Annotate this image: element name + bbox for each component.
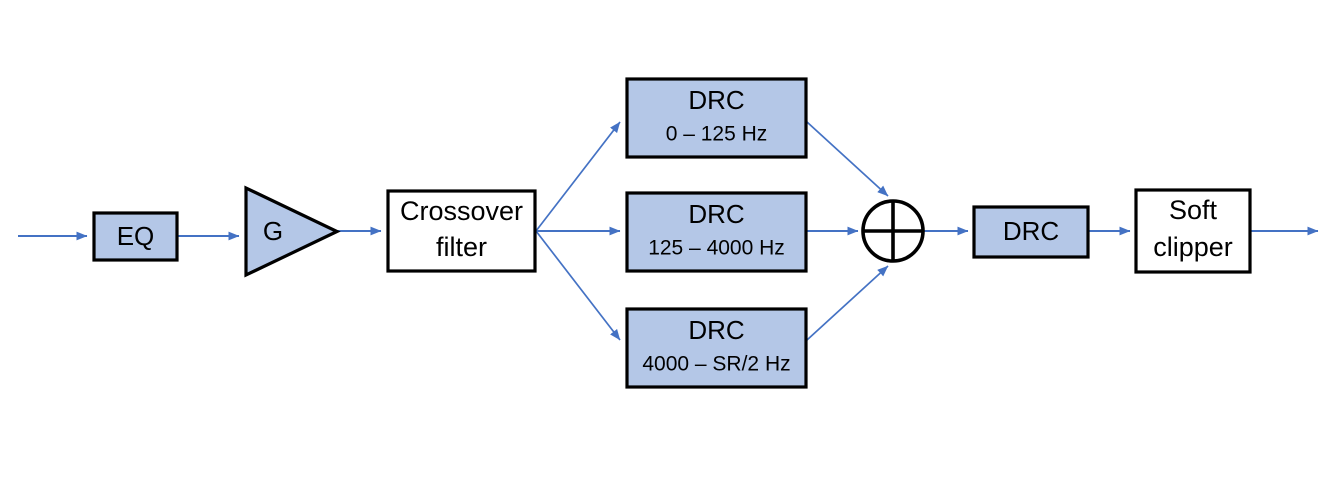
block-soft-clipper-label-line1: Soft: [1169, 195, 1218, 225]
block-drc-mid-label-line1: DRC: [688, 199, 744, 229]
block-drc-low-label-line1: DRC: [688, 85, 744, 115]
block-drc-low[interactable]: DRC 0 – 125 Hz: [625, 77, 808, 159]
block-drc-master-label: DRC: [1003, 216, 1059, 246]
block-drc-high-label-line1: DRC: [688, 315, 744, 345]
block-crossover-filter[interactable]: Crossover filter: [386, 189, 537, 273]
block-eq-body[interactable]: [92, 211, 179, 262]
block-drc-master-body[interactable]: [972, 205, 1090, 259]
block-crossover-filter-label-line1: Crossover: [400, 196, 523, 226]
block-drc-high-label-line2: 4000 – SR/2 Hz: [642, 353, 790, 376]
block-soft-clipper-label-line2: clipper: [1153, 232, 1233, 262]
block-drc-high[interactable]: DRC 4000 – SR/2 Hz: [625, 307, 808, 389]
block-eq[interactable]: EQ: [92, 211, 179, 262]
block-eq-label: EQ: [117, 221, 155, 251]
block-crossover-filter-label-line2: filter: [436, 232, 487, 262]
block-crossover-filter-body[interactable]: [386, 189, 537, 273]
summing-junction-icon[interactable]: [861, 199, 925, 263]
block-gain-body[interactable]: [244, 185, 341, 278]
wire-drc-low-to-summer: [806, 121, 889, 197]
block-drc-mid[interactable]: DRC 125 – 4000 Hz: [625, 191, 808, 273]
block-soft-clipper-body[interactable]: [1134, 188, 1252, 274]
wire-drc-high-to-summer: [806, 265, 889, 341]
wire-crossover-to-drc-high: [535, 230, 621, 341]
block-drc-low-body[interactable]: [625, 77, 808, 159]
block-gain[interactable]: G: [244, 185, 341, 278]
block-gain-label: G: [263, 216, 283, 246]
connector-group: [18, 121, 1319, 341]
block-drc-mid-body[interactable]: [625, 191, 808, 273]
block-drc-mid-label-line2: 125 – 4000 Hz: [648, 237, 785, 260]
block-soft-clipper[interactable]: Soft clipper: [1134, 188, 1252, 274]
wire-crossover-to-drc-low: [535, 121, 621, 232]
block-drc-high-body[interactable]: [625, 307, 808, 389]
block-drc-master[interactable]: DRC: [972, 205, 1090, 259]
block-drc-low-label-line2: 0 – 125 Hz: [666, 123, 768, 146]
